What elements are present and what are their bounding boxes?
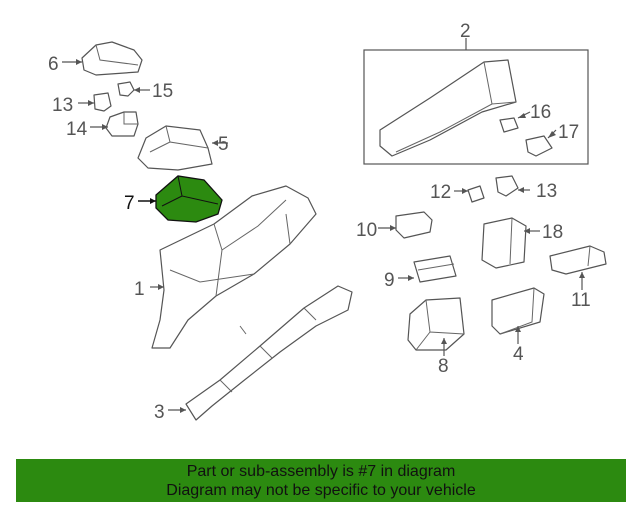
- info-banner: Part or sub-assembly is #7 in diagram Di…: [16, 459, 626, 502]
- callout-12: 12: [430, 182, 451, 203]
- part-13-left[interactable]: [93, 92, 112, 112]
- part-5[interactable]: [137, 125, 213, 171]
- callout-3: 3: [154, 402, 165, 423]
- banner-line-2: Diagram may not be specific to your vehi…: [166, 482, 476, 499]
- part-6[interactable]: [81, 41, 143, 76]
- part-2-inset-frame: [363, 49, 589, 165]
- callout-16: 16: [530, 102, 551, 123]
- part-10[interactable]: [395, 211, 433, 239]
- part-3[interactable]: [185, 285, 353, 421]
- part-16[interactable]: [499, 117, 519, 133]
- part-7-highlighted[interactable]: [155, 175, 223, 223]
- callout-7: 7: [124, 193, 135, 214]
- part-17[interactable]: [525, 135, 553, 157]
- callout-4: 4: [513, 344, 524, 365]
- part-14[interactable]: [105, 111, 139, 137]
- callout-11: 11: [571, 290, 591, 311]
- parts-diagram: 6 15 13 14 5 7 1: [48, 21, 607, 423]
- part-8[interactable]: [407, 297, 465, 351]
- callout-9: 9: [384, 270, 395, 291]
- part-12[interactable]: [467, 185, 485, 203]
- banner-line-1: Part or sub-assembly is #7 in diagram: [186, 463, 456, 480]
- part-1[interactable]: [151, 185, 317, 349]
- part-4[interactable]: [491, 287, 545, 335]
- callout-13-left: 13: [52, 95, 73, 116]
- callout-8: 8: [438, 356, 449, 377]
- part-13-right[interactable]: [495, 175, 519, 197]
- part-15[interactable]: [117, 81, 135, 97]
- callout-6: 6: [48, 54, 59, 75]
- part-9[interactable]: [413, 255, 457, 283]
- callout-10: 10: [356, 220, 377, 241]
- callout-17: 17: [558, 122, 579, 143]
- callout-1: 1: [134, 279, 145, 300]
- callout-5: 5: [218, 134, 229, 155]
- callout-14: 14: [66, 119, 88, 140]
- callout-13-right: 13: [536, 181, 557, 202]
- callout-2: 2: [460, 21, 471, 42]
- callout-15: 15: [152, 81, 173, 102]
- part-11[interactable]: [549, 245, 607, 275]
- part-18[interactable]: [481, 217, 527, 269]
- part-2[interactable]: [379, 59, 517, 157]
- callout-18: 18: [542, 222, 563, 243]
